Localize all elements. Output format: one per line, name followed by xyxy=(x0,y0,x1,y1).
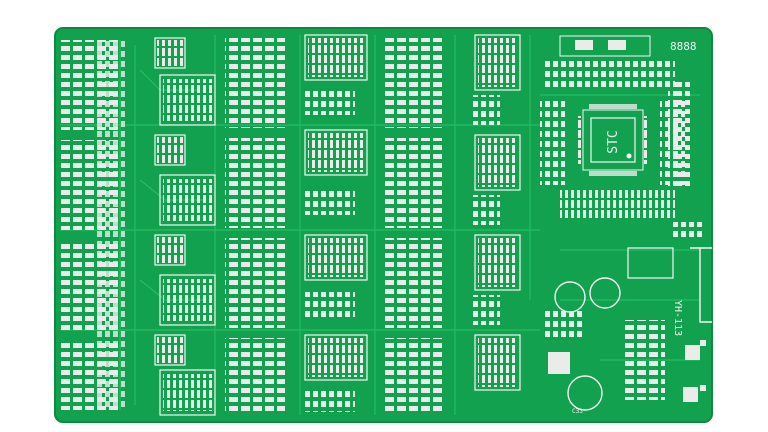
ic-footprints-col5 xyxy=(470,34,521,391)
left-resistor-array xyxy=(60,40,125,410)
resistor-array-col2 xyxy=(225,38,285,413)
mcu-region: STC xyxy=(540,60,705,240)
top-marking-text: 8888 xyxy=(670,40,697,53)
power-section: YH-113 C33 xyxy=(545,247,712,415)
stc-logo-text: STC xyxy=(606,130,621,153)
mcu-chip-footprint: STC xyxy=(577,104,649,176)
capacitor-label: C33 xyxy=(572,408,583,415)
resistor-array-col4 xyxy=(385,38,445,413)
ic-footprints-col3 xyxy=(304,34,368,412)
ic-footprints-col1 xyxy=(154,37,216,416)
model-label: YH-113 xyxy=(672,300,683,336)
edge-pads xyxy=(700,340,706,391)
top-right-header: 8888 xyxy=(559,35,697,57)
